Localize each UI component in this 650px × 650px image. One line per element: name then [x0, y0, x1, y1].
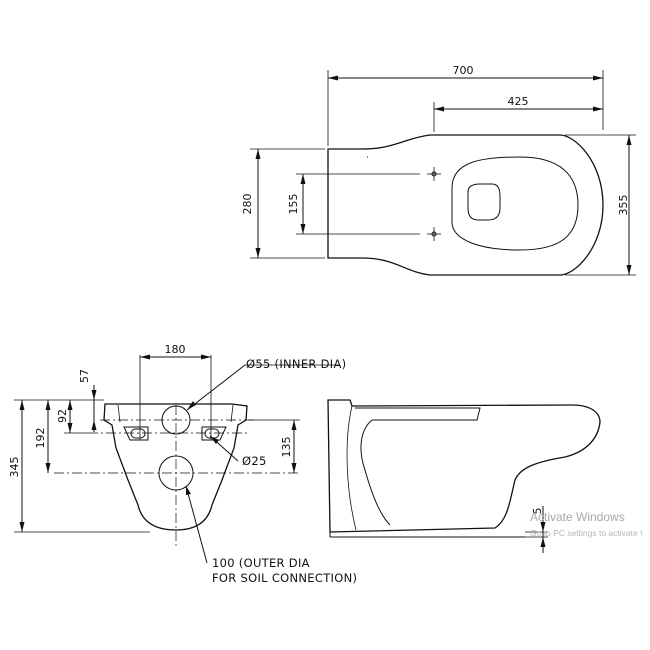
fixing-hole-label: Ø25: [242, 454, 267, 468]
watermark-subtitle: Go to PC settings to activate Windows.: [530, 528, 650, 538]
dimension-92-label: 92: [56, 409, 69, 423]
top-view-fixing-point-upper: [427, 167, 441, 181]
outer-dia-label-line2: FOR SOIL CONNECTION): [212, 571, 357, 585]
dimension-135-label: 135: [280, 437, 293, 458]
top-view: 700 425 280 155 355: [241, 64, 636, 276]
dimension-92: 92: [56, 400, 88, 434]
dimension-700-label: 700: [453, 64, 474, 77]
dimension-345-label: 345: [8, 457, 21, 478]
side-view-inner-surface: [355, 407, 481, 526]
front-view-fixing-hole-left: [123, 426, 149, 441]
side-view-inner-curve: [346, 405, 357, 531]
dimension-5-label: 5: [531, 508, 544, 515]
dimension-192: 192: [34, 400, 51, 473]
outer-dia-label-line1: 100 (OUTER DIA: [212, 556, 310, 570]
dimension-57: 57: [78, 369, 97, 432]
top-view-fixing-point-lower: [427, 227, 441, 241]
dimension-355-label: 355: [617, 195, 630, 216]
leader-inner-dia: Ø55 (INNER DIA): [186, 357, 346, 411]
dimension-155: 155: [287, 174, 306, 234]
top-view-bowl: [451, 156, 579, 251]
front-view-outline: [103, 403, 248, 531]
dimension-180-label: 180: [165, 343, 186, 356]
front-view: 180 57 92 192 345: [8, 343, 357, 585]
dimension-180: 180: [140, 343, 211, 360]
dimension-155-label: 155: [287, 194, 300, 215]
activate-windows-watermark: Activate Windows Go to PC settings to ac…: [530, 510, 650, 538]
dimension-355: 355: [617, 135, 632, 275]
dimension-425: 425: [434, 95, 603, 112]
watermark-title: Activate Windows: [530, 510, 625, 524]
side-view: 5: [327, 399, 601, 553]
side-view-outline: [327, 399, 601, 533]
dimension-280: 280: [241, 149, 261, 258]
dimension-5: 5: [531, 506, 546, 553]
dimension-192-label: 192: [34, 428, 47, 449]
dimension-57-label: 57: [78, 369, 91, 383]
top-view-flush-hole: [467, 183, 501, 221]
inner-dia-label: Ø55 (INNER DIA): [246, 357, 346, 371]
dimension-345: 345: [8, 400, 25, 532]
leader-outer-dia: 100 (OUTER DIA FOR SOIL CONNECTION): [185, 485, 357, 585]
dimension-280-label: 280: [241, 194, 254, 215]
leader-fixing-hole: Ø25: [209, 435, 267, 468]
dimension-700: 700: [328, 64, 603, 81]
top-view-outline: [327, 134, 604, 276]
dimension-135: 135: [280, 420, 297, 473]
dimension-425-label: 425: [508, 95, 529, 108]
